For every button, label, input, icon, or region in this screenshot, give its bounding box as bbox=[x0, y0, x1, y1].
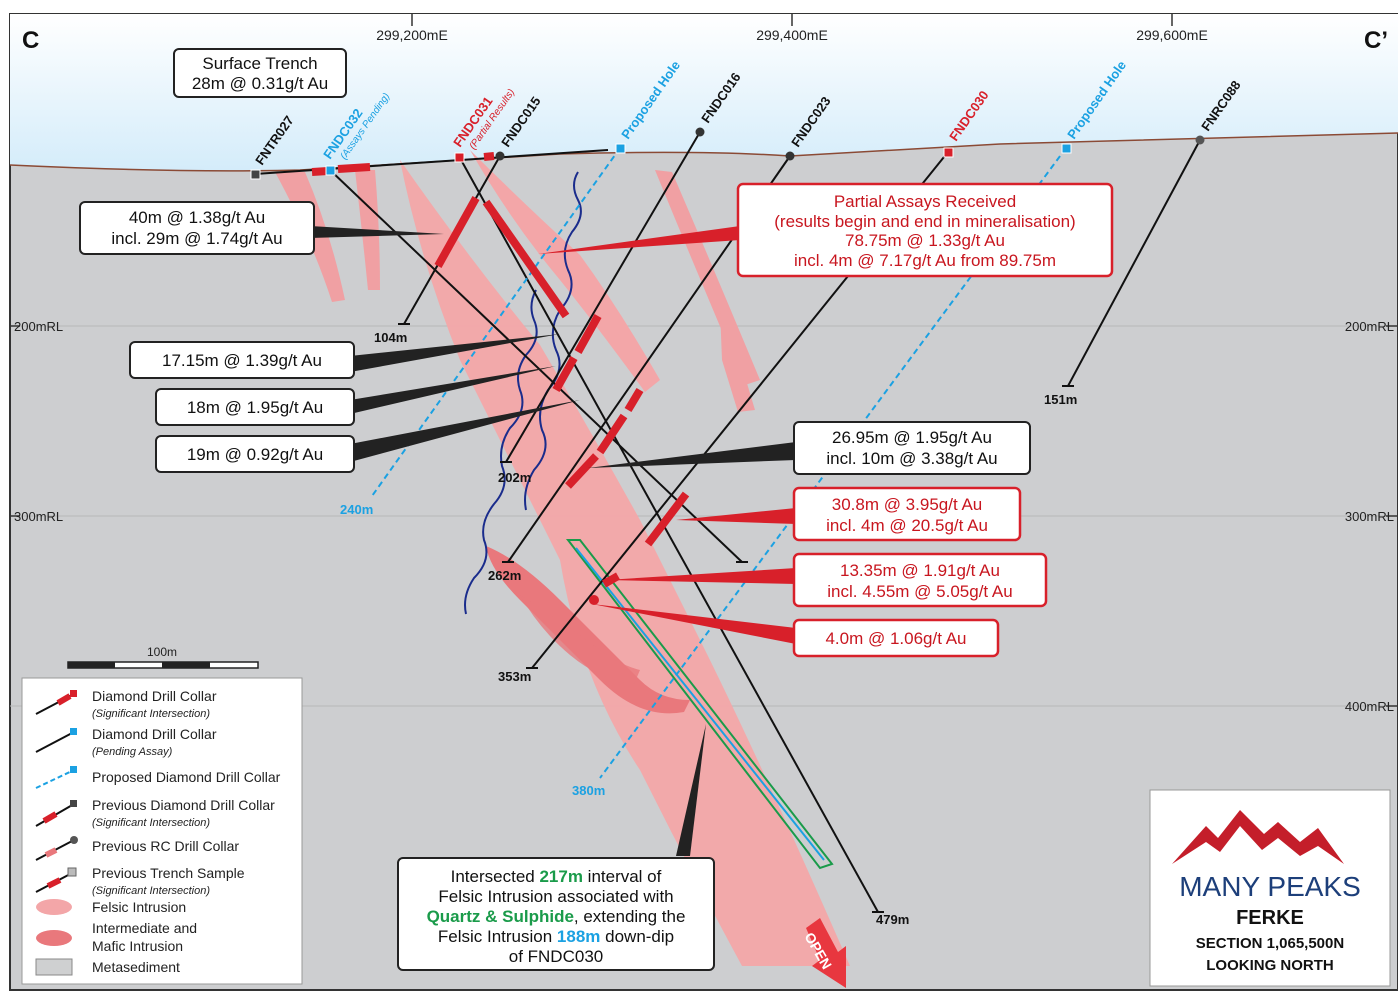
legend-sublabel: (Pending Assay) bbox=[92, 746, 173, 758]
rl-label-right: 300mRL bbox=[1345, 509, 1394, 524]
svg-text:17.15m @ 1.39g/t Au: 17.15m @ 1.39g/t Au bbox=[162, 351, 322, 370]
company-name: MANY PEAKS bbox=[1179, 871, 1361, 902]
legend-label: Proposed Diamond Drill Collar bbox=[92, 769, 281, 785]
legend-label: Felsic Intrusion bbox=[92, 899, 186, 915]
depth-label: 151m bbox=[1044, 392, 1077, 407]
depth-label: 262m bbox=[488, 568, 521, 583]
rl-label-left: 200mRL bbox=[14, 319, 63, 334]
legend-label: Previous RC Drill Collar bbox=[92, 838, 239, 854]
callout-intersection: 17.15m @ 1.39g/t Au bbox=[129, 341, 355, 379]
svg-text:incl. 29m @ 1.74g/t Au: incl. 29m @ 1.74g/t Au bbox=[111, 229, 282, 248]
legend-label: Previous Diamond Drill Collar bbox=[92, 797, 275, 813]
svg-text:incl. 4.55m @ 5.05g/t Au: incl. 4.55m @ 5.05g/t Au bbox=[827, 582, 1012, 601]
legend-label: Diamond Drill Collar bbox=[92, 726, 217, 742]
svg-text:Intersected 217m interval of: Intersected 217m interval of bbox=[451, 867, 662, 886]
svg-text:30.8m @ 3.95g/t Au: 30.8m @ 3.95g/t Au bbox=[832, 495, 983, 514]
svg-text:Partial Assays Received: Partial Assays Received bbox=[834, 192, 1016, 211]
legend-label: Metasediment bbox=[92, 959, 180, 975]
legend-label: Previous Trench Sample bbox=[92, 865, 245, 881]
callout-surface-trench: Surface Trench 28m @ 0.31g/t Au bbox=[173, 48, 347, 98]
depth-label: 104m bbox=[374, 330, 407, 345]
legend: Diamond Drill Collar (Significant Inters… bbox=[21, 677, 303, 985]
svg-text:(results begin and end in mine: (results begin and end in mineralisation… bbox=[774, 212, 1075, 231]
depth-label: 353m bbox=[498, 669, 531, 684]
svg-text:incl. 10m @ 3.38g/t Au: incl. 10m @ 3.38g/t Au bbox=[826, 449, 997, 468]
svg-text:28m @ 0.31g/t Au: 28m @ 0.31g/t Au bbox=[192, 74, 328, 93]
easting-label: 299,400mE bbox=[756, 27, 828, 43]
svg-text:40m @ 1.38g/t Au: 40m @ 1.38g/t Au bbox=[129, 208, 265, 227]
section-name: SECTION 1,065,500N bbox=[1196, 935, 1344, 952]
legend-label: Diamond Drill Collar bbox=[92, 688, 217, 704]
felsic-intrusion-east bbox=[720, 310, 755, 412]
callout-felsic-intrusion-note: Intersected 217m interval of Felsic Intr… bbox=[397, 857, 715, 971]
svg-text:4.0m @ 1.06g/t Au: 4.0m @ 1.06g/t Au bbox=[825, 629, 966, 648]
callout-intersection: 18m @ 1.95g/t Au bbox=[155, 388, 355, 426]
legend-label: Mafic Intrusion bbox=[92, 938, 183, 954]
felsic-intrusion-main bbox=[400, 160, 850, 966]
callout-intersection: 19m @ 0.92g/t Au bbox=[155, 435, 355, 473]
svg-text:Surface Trench: Surface Trench bbox=[202, 54, 317, 73]
depth-label: 240m bbox=[340, 502, 373, 517]
view-direction: LOOKING NORTH bbox=[1206, 957, 1334, 974]
svg-text:Felsic Intrusion 188m down-dip: Felsic Intrusion 188m down-dip bbox=[438, 927, 674, 946]
easting-label: 299,600mE bbox=[1136, 27, 1208, 43]
mafic-intrusion-lobe bbox=[486, 546, 690, 714]
legend-sublabel: (Significant Intersection) bbox=[92, 708, 210, 720]
callout-fndc030: 30.8m @ 3.95g/t Au incl. 4m @ 20.5g/t Au bbox=[792, 486, 1022, 542]
mafic-intrusion-lobe bbox=[520, 595, 640, 684]
legend-label: Intermediate and bbox=[92, 920, 197, 936]
svg-text:incl. 4m @ 20.5g/t Au: incl. 4m @ 20.5g/t Au bbox=[826, 516, 988, 535]
svg-text:Quartz & Sulphide, extending t: Quartz & Sulphide, extending the bbox=[427, 907, 686, 926]
quartz-sulphide-zone bbox=[575, 547, 825, 861]
depth-label: 479m bbox=[876, 912, 909, 927]
callout-partial-assays: Partial Assays Received (results begin a… bbox=[736, 182, 1114, 278]
easting-label: 299,200mE bbox=[376, 27, 448, 43]
callout-fndc030: 4.0m @ 1.06g/t Au bbox=[792, 618, 1000, 658]
ground-surface bbox=[9, 132, 1398, 172]
geology-units bbox=[275, 150, 850, 966]
assay-intersections bbox=[250, 127, 1205, 605]
callout-fndc031-upper: 40m @ 1.38g/t Au incl. 29m @ 1.74g/t Au bbox=[79, 201, 315, 255]
legend-sublabel: (Significant Intersection) bbox=[92, 885, 210, 897]
callout-intersection: 26.95m @ 1.95g/t Au incl. 10m @ 3.38g/t … bbox=[793, 421, 1031, 475]
felsic-intrusion-east bbox=[655, 170, 760, 385]
felsic-intrusion-lens bbox=[470, 150, 660, 392]
section-start-label: C bbox=[22, 27, 39, 54]
callout-fndc030: 13.35m @ 1.91g/t Au incl. 4.55m @ 5.05g/… bbox=[792, 552, 1048, 608]
project-name: FERKE bbox=[1236, 907, 1304, 929]
rl-label-right: 400mRL bbox=[1345, 699, 1394, 714]
legend-sublabel: (Significant Intersection) bbox=[92, 817, 210, 829]
svg-text:of FNDC030: of FNDC030 bbox=[509, 947, 603, 966]
depth-label: 202m bbox=[498, 470, 531, 485]
company-logo-panel: MANY PEAKS FERKE SECTION 1,065,500N LOOK… bbox=[1149, 789, 1391, 987]
fault-trace bbox=[524, 171, 582, 511]
rl-label-right: 200mRL bbox=[1345, 319, 1394, 334]
svg-text:78.75m @ 1.33g/t Au: 78.75m @ 1.33g/t Au bbox=[845, 231, 1005, 250]
svg-text:13.35m @ 1.91g/t Au: 13.35m @ 1.91g/t Au bbox=[840, 561, 1000, 580]
mountain-logo-icon bbox=[1172, 810, 1344, 864]
svg-text:incl. 4m @ 7.17g/t Au from 89.: incl. 4m @ 7.17g/t Au from 89.75m bbox=[794, 251, 1056, 270]
svg-text:19m @ 0.92g/t Au: 19m @ 0.92g/t Au bbox=[187, 445, 323, 464]
depth-label: 380m bbox=[572, 783, 605, 798]
svg-text:26.95m @ 1.95g/t Au: 26.95m @ 1.95g/t Au bbox=[832, 428, 992, 447]
svg-text:Felsic Intrusion associated wi: Felsic Intrusion associated with bbox=[438, 887, 673, 906]
svg-text:18m @ 1.95g/t Au: 18m @ 1.95g/t Au bbox=[187, 398, 323, 417]
sky-area bbox=[10, 14, 1398, 171]
quartz-sulphide-zone bbox=[565, 539, 834, 870]
scale-bar: 100m bbox=[67, 645, 259, 669]
section-end-label: C’ bbox=[1364, 27, 1388, 54]
rl-label-left: 300mRL bbox=[14, 509, 63, 524]
svg-text:100m: 100m bbox=[147, 645, 177, 659]
